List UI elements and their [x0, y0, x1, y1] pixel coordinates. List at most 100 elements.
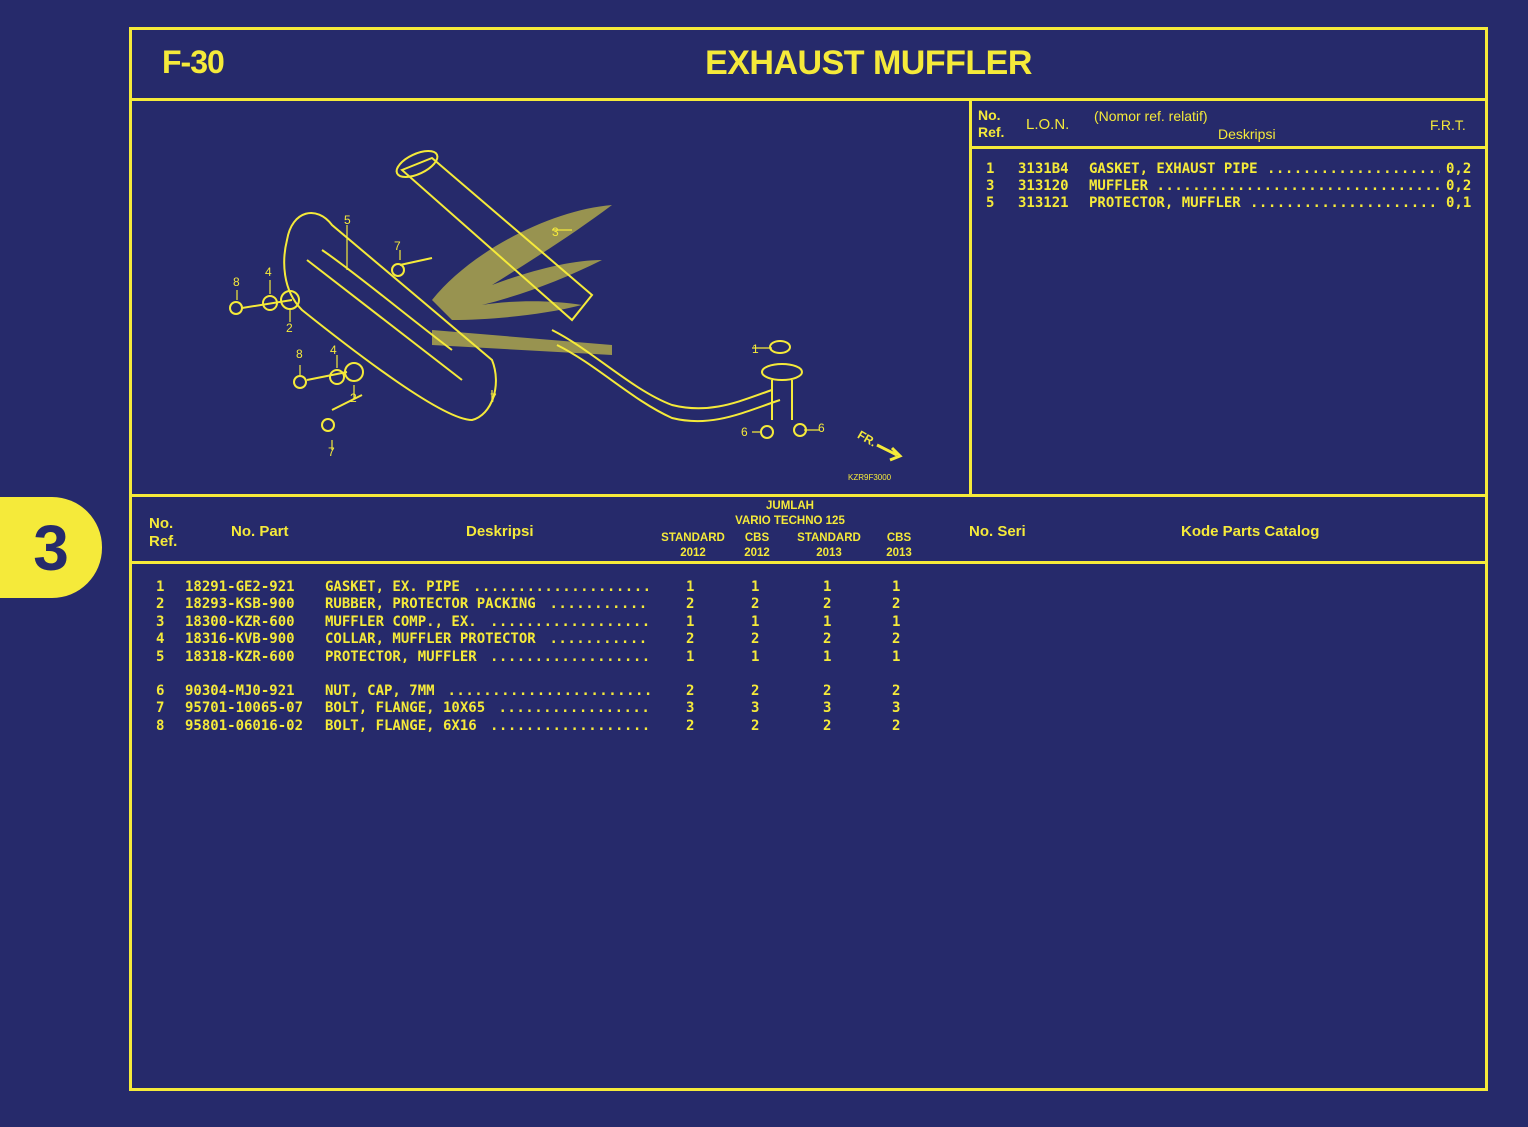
drawing-code: KZR9F3000	[848, 473, 892, 482]
part-desc: NUT, CAP, 7MM	[325, 683, 435, 699]
part-qty: 2	[751, 717, 760, 734]
part-desc: BOLT, FLANGE, 6X16	[325, 717, 477, 734]
part-desc: COLLAR, MUFFLER PROTECTOR	[325, 631, 536, 648]
part-qty: 2	[686, 631, 695, 648]
part-qty: 2	[823, 717, 832, 734]
parts-col-no-part: No. Part	[231, 523, 289, 540]
diagram-divider	[969, 98, 972, 496]
parts-col-model: VARIO TECHNO 125	[735, 515, 845, 527]
exhaust-diagram: 8 4 2 5 7 3 8 4 2 7 7 1 6 6 FR. KZR9F300…	[229, 150, 903, 482]
lon-code: 313121	[1018, 195, 1069, 211]
lon-code: 313120	[1018, 178, 1069, 194]
parts-col-cbs-2013: CBS 2013	[886, 532, 912, 559]
part-qty: 2	[823, 631, 832, 648]
part-qty: 3	[751, 700, 760, 717]
muffler-protector	[283, 212, 497, 422]
part-number: 90304-MJ0-921	[185, 683, 295, 699]
parts-top-divider	[129, 494, 1485, 497]
lon-frt: 0,1	[1446, 195, 1472, 211]
exhaust-flange	[761, 363, 803, 381]
parts-col-kode: Kode Parts Catalog	[1181, 523, 1320, 540]
part-ref: 1	[156, 579, 165, 595]
lon-ref: 1	[986, 161, 995, 177]
part-desc: MUFFLER COMP., EX.	[325, 613, 477, 630]
part-qty: 2	[892, 631, 901, 648]
header-divider	[129, 98, 1485, 101]
leader-dots: ........................................…	[490, 717, 650, 734]
part-number: 18316-KVB-900	[185, 631, 295, 648]
lon-col-lon: L.O.N.	[1026, 116, 1070, 133]
callout-7a: 7	[394, 239, 401, 253]
parts-col-cbs-2012: CBS 2012	[744, 532, 770, 559]
part-qty: 1	[892, 579, 901, 595]
part-desc: GASKET, EX. PIPE	[325, 579, 460, 595]
lon-desc: MUFFLER	[1089, 178, 1149, 194]
leader-dots: ........................................…	[490, 648, 650, 665]
part-number: 18318-KZR-600	[185, 648, 295, 665]
parts-col-jumlah: JUMLAH	[766, 500, 814, 512]
part-qty: 1	[686, 613, 695, 630]
part-qty: 2	[686, 683, 695, 699]
parts-col-std-2012: STANDARD 2012	[661, 532, 725, 559]
callout-6a: 6	[741, 425, 748, 439]
part-desc: BOLT, FLANGE, 10X65	[325, 700, 486, 717]
part-qty: 2	[751, 596, 760, 613]
part-number: 18300-KZR-600	[185, 613, 295, 630]
part-desc: PROTECTOR, MUFFLER	[325, 648, 477, 665]
callout-1: 1	[752, 342, 759, 356]
leader-dots: ........................................…	[447, 683, 651, 699]
callout-4a: 4	[265, 265, 272, 279]
part-number: 95701-10065-07	[185, 700, 304, 717]
part-qty: 1	[686, 579, 695, 595]
part-qty: 2	[823, 596, 832, 613]
part-qty: 2	[751, 631, 760, 648]
section-tab: 3	[0, 497, 102, 598]
parts-col-std-2013: STANDARD 2013	[797, 532, 861, 559]
parts-header-divider	[129, 561, 1485, 564]
part-ref: 8	[156, 717, 165, 734]
part-qty: 1	[751, 613, 760, 630]
callout-7b: 7	[328, 445, 335, 459]
leader-dots: ........................................…	[1267, 161, 1440, 177]
callout-8a: 8	[233, 275, 240, 289]
part-qty: 2	[892, 683, 901, 699]
part-ref: 7	[156, 700, 165, 717]
part-desc: RUBBER, PROTECTOR PACKING	[325, 596, 536, 613]
leader-dots: ........................................…	[473, 579, 650, 595]
direction-label: FR.	[855, 428, 879, 450]
part-qty: 1	[823, 579, 832, 595]
lon-row: 3 313120 MUFFLER..........................…	[0, 178, 1528, 195]
callout-8b: 8	[296, 347, 303, 361]
part-qty: 2	[751, 683, 760, 699]
part-qty: 2	[892, 596, 901, 613]
part-qty: 3	[686, 700, 695, 717]
forward-arrow-icon	[876, 443, 903, 462]
parts-col-no-seri: No. Seri	[969, 523, 1026, 540]
callout-5: 5	[344, 213, 351, 227]
callout-3: 3	[552, 225, 559, 239]
leader-dots: ........................................…	[549, 631, 651, 648]
part-qty: 1	[823, 648, 832, 665]
wing-logo	[432, 205, 612, 355]
callout-7c: 7	[490, 391, 497, 405]
lon-ref: 3	[986, 178, 995, 194]
lon-frt: 0,2	[1446, 178, 1472, 194]
leader-dots: ........................................…	[1156, 178, 1441, 194]
lon-ref: 5	[986, 195, 995, 211]
lon-desc: GASKET, EXHAUST PIPE	[1089, 161, 1258, 177]
lon-frt: 0,2	[1446, 161, 1472, 177]
lon-col-ref-note: (Nomor ref. relatif)	[1094, 108, 1208, 124]
part-qty: 1	[892, 613, 901, 630]
lon-col-deskripsi: Deskripsi	[1218, 126, 1276, 142]
part-qty: 2	[823, 683, 832, 699]
callout-2a: 2	[286, 321, 293, 335]
part-qty: 1	[686, 648, 695, 665]
